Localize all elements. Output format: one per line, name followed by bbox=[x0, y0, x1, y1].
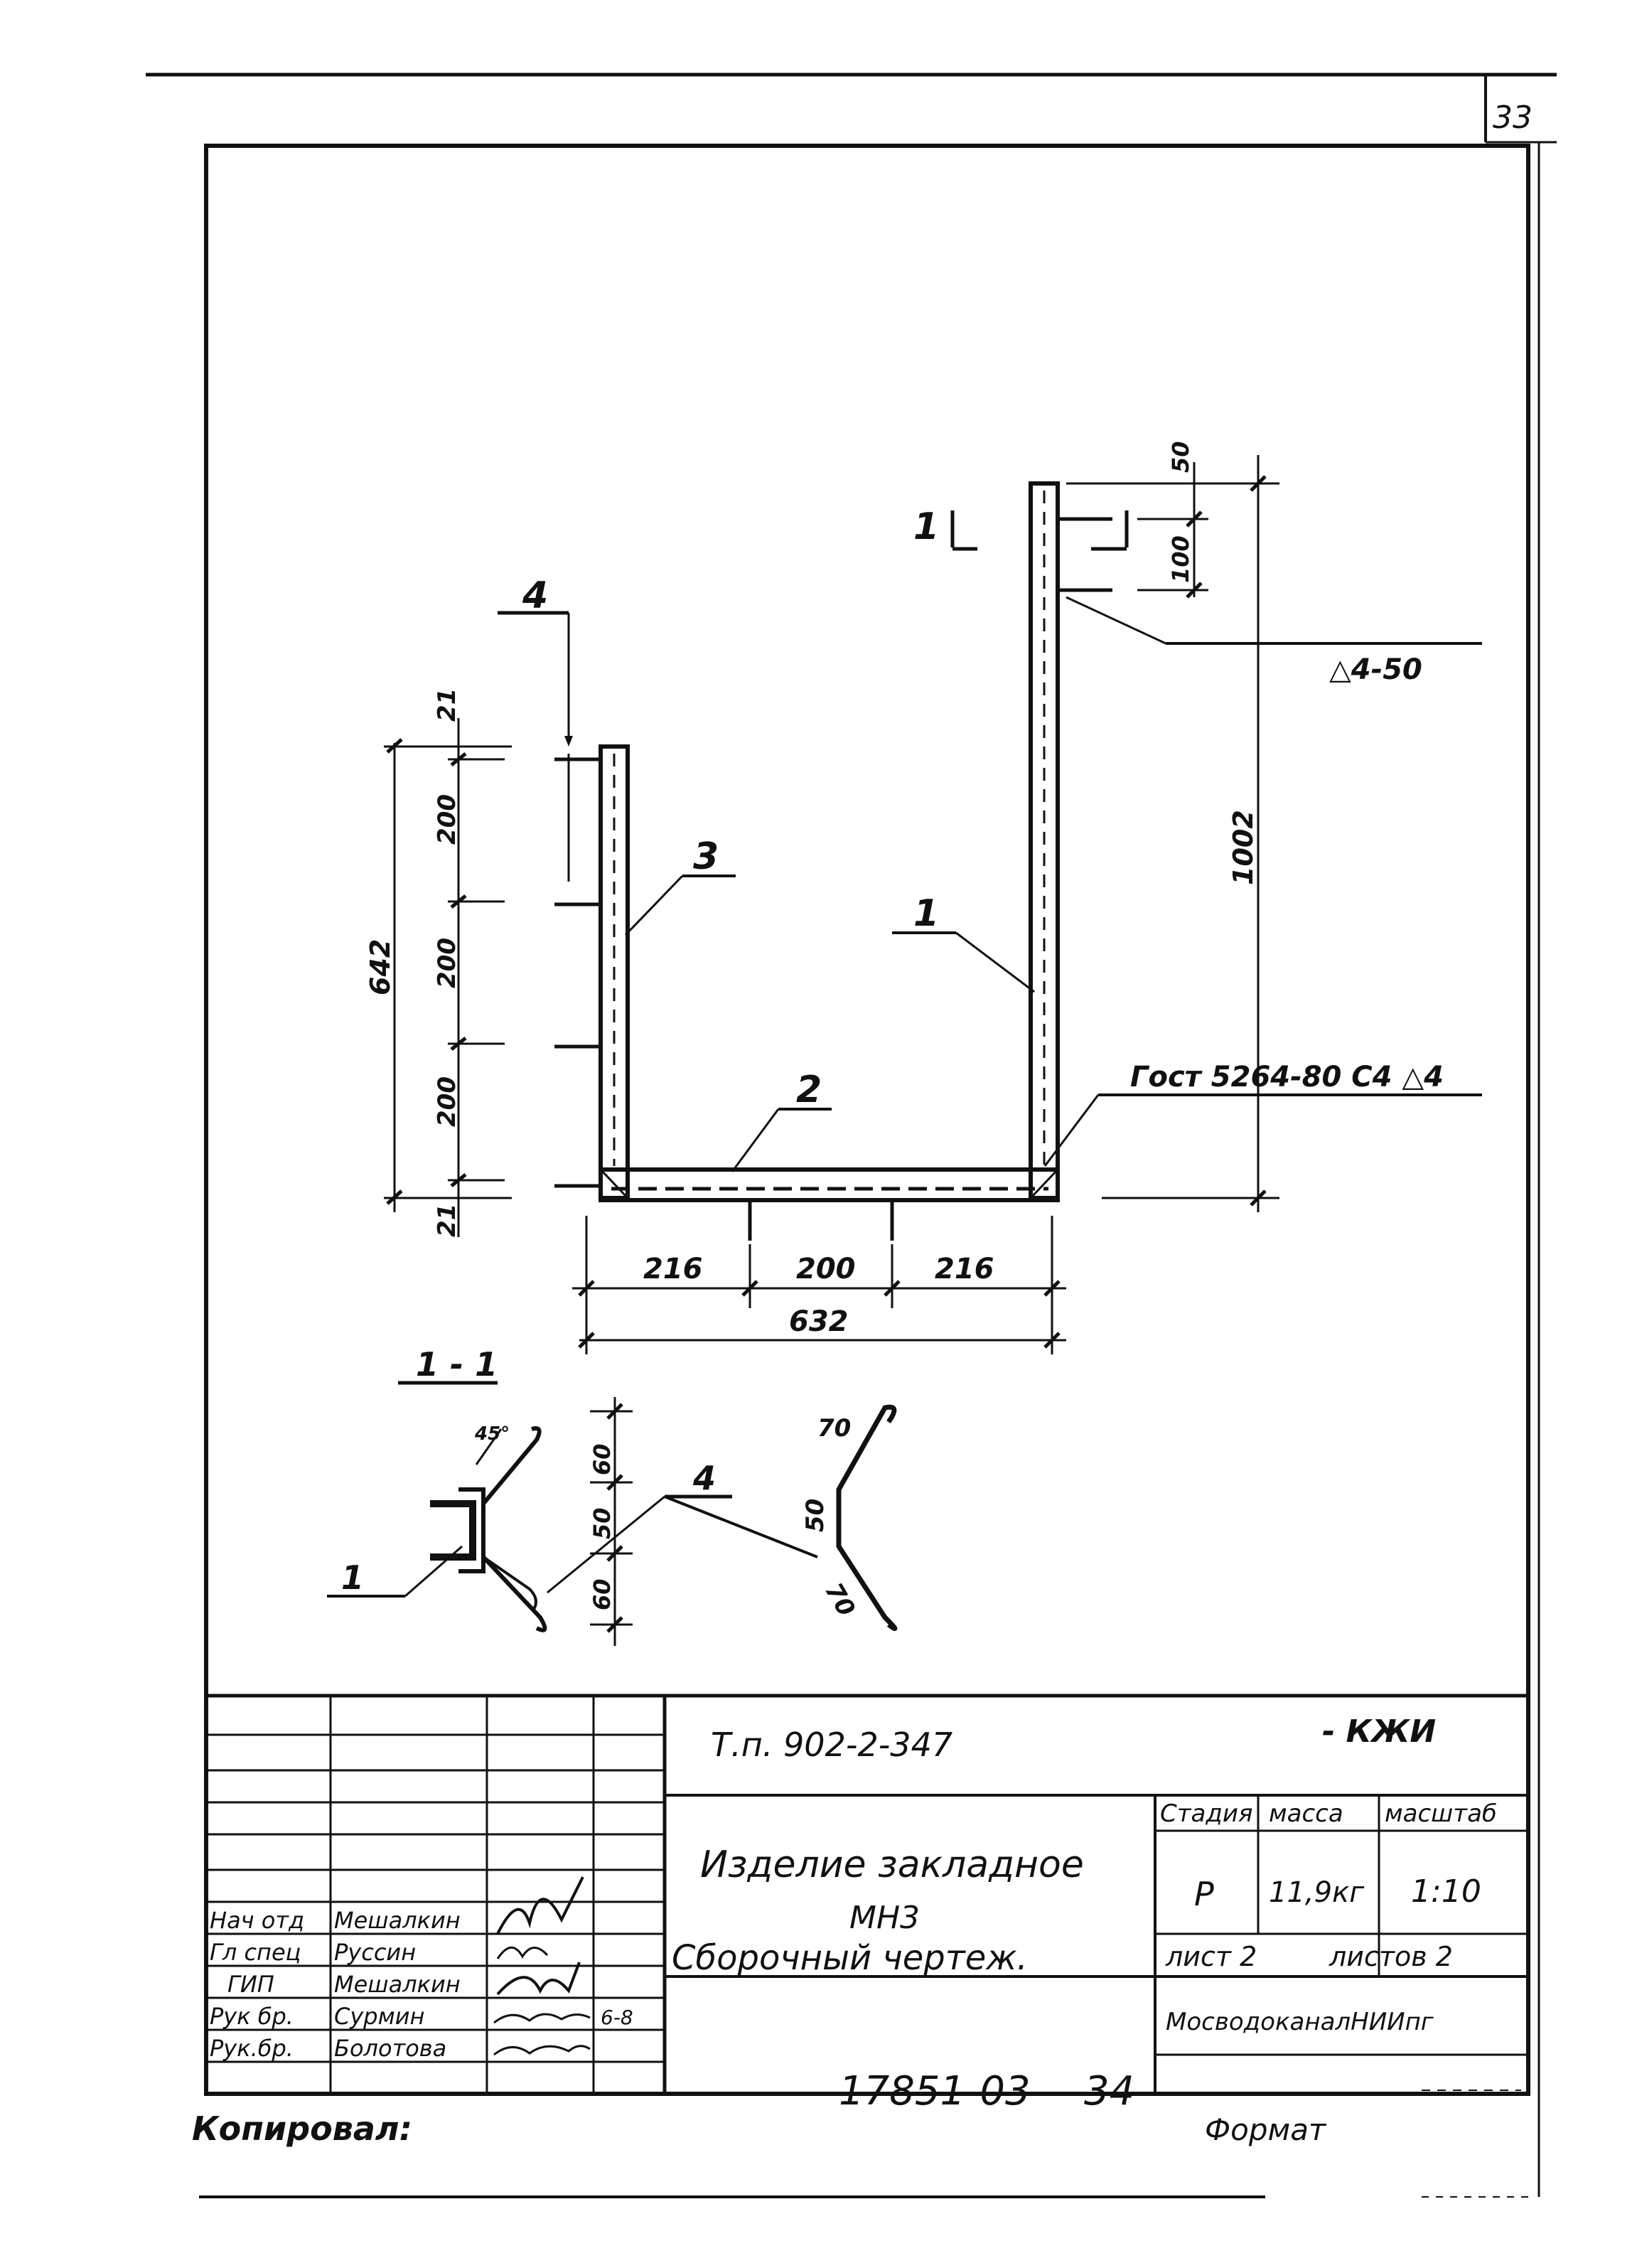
drawing-subtitle: Сборочный чертеж. bbox=[672, 1938, 1028, 1978]
dim-216-right: 216 bbox=[935, 1253, 994, 1285]
dim-1002: 1002 bbox=[1228, 810, 1259, 885]
weld-note-gost: Гост 5264-80 С4 △4 bbox=[1130, 1061, 1444, 1093]
section-label-1: 1 bbox=[341, 1558, 364, 1597]
value-scale: 1:10 bbox=[1411, 1873, 1481, 1910]
sig-name-1: Руссин bbox=[334, 1939, 416, 1966]
sig-name-3: Сурмин bbox=[334, 2003, 424, 2030]
sheets-total: листов 2 bbox=[1329, 1941, 1453, 1972]
dim-21-bottom: 21 bbox=[433, 1204, 461, 1237]
document-suffix: - КЖИ bbox=[1322, 1713, 1436, 1750]
anchor-dim-50: 50 bbox=[801, 1499, 830, 1532]
dim-200-c: 200 bbox=[433, 1076, 461, 1127]
position-1-label: 1 bbox=[913, 892, 939, 935]
signature-rows: Нач отд Мешалкин Гл спец Руссин ГИП Меша… bbox=[210, 1907, 633, 2062]
sig-name-2: Мешалкин bbox=[334, 1971, 461, 1998]
part-name: Изделие закладное bbox=[700, 1844, 1084, 1886]
dim-50: 50 bbox=[1167, 441, 1194, 473]
dim-632: 632 bbox=[789, 1305, 849, 1338]
value-mass: 11,9кг bbox=[1269, 1876, 1365, 1909]
header-mass: масса bbox=[1269, 1799, 1343, 1828]
section-dim-50: 50 bbox=[589, 1507, 616, 1539]
anchor-dim-70-top: 70 bbox=[817, 1414, 851, 1443]
header-stage: Стадия bbox=[1160, 1799, 1252, 1828]
sheet-number: 33 bbox=[1493, 100, 1533, 136]
organization: МосводоканалНИИпг bbox=[1166, 2008, 1434, 2036]
archive-number: 17851-03 bbox=[839, 2068, 1031, 2114]
sig-role-0: Нач отд bbox=[210, 1907, 304, 1934]
section-dim-60-bottom: 60 bbox=[589, 1578, 616, 1610]
embedded-part-plan bbox=[384, 455, 1482, 1354]
title-block-grid bbox=[206, 1694, 1528, 2094]
position-3-label: 3 bbox=[693, 835, 719, 878]
sig-role-2: ГИП bbox=[227, 1971, 274, 1998]
dim-100: 100 bbox=[1167, 535, 1194, 583]
document-code: Т.п. 902-2-347 bbox=[711, 1726, 952, 1764]
archive-page: 34 bbox=[1084, 2068, 1134, 2114]
dim-200-b: 200 bbox=[433, 938, 461, 988]
section-mark-label: 1 bbox=[913, 506, 939, 548]
header-scale: масштаб bbox=[1385, 1799, 1497, 1828]
value-stage: Р bbox=[1194, 1875, 1214, 1913]
position-2-label: 2 bbox=[796, 1069, 822, 1111]
sig-name-0: Мешалкин bbox=[334, 1907, 461, 1934]
dim-642: 642 bbox=[365, 939, 396, 995]
section-label-4: 4 bbox=[692, 1459, 716, 1497]
part-mark: МН3 bbox=[849, 1900, 920, 1936]
anchor-dim-70-bottom: 70 bbox=[819, 1578, 860, 1622]
sig-role-3: Рук бр. bbox=[210, 2003, 294, 2030]
angle-label: 45° bbox=[474, 1423, 510, 1445]
section-dim-60-top: 60 bbox=[589, 1443, 616, 1475]
dim-21-top: 21 bbox=[433, 688, 461, 722]
sheet-label: лист 2 bbox=[1165, 1941, 1257, 1972]
dim-216-left: 216 bbox=[643, 1253, 703, 1285]
position-4-label: 4 bbox=[522, 574, 548, 617]
sig-name-4: Болотова bbox=[334, 2035, 446, 2062]
sig-date-3: 6-8 bbox=[601, 2006, 633, 2029]
section-1-1 bbox=[327, 1381, 898, 1646]
sig-role-1: Гл спец bbox=[210, 1939, 301, 1966]
format-label: Формат bbox=[1205, 2112, 1327, 2147]
weld-note-top: △4-50 bbox=[1329, 653, 1422, 686]
dim-200-a: 200 bbox=[433, 794, 461, 845]
section-title: 1 - 1 bbox=[416, 1345, 498, 1384]
sig-role-4: Рук.бр. bbox=[210, 2035, 294, 2062]
dim-200-middle: 200 bbox=[796, 1253, 856, 1285]
copied-by-label: Копировал: bbox=[192, 2109, 412, 2148]
sheet-frame bbox=[146, 73, 1557, 2198]
